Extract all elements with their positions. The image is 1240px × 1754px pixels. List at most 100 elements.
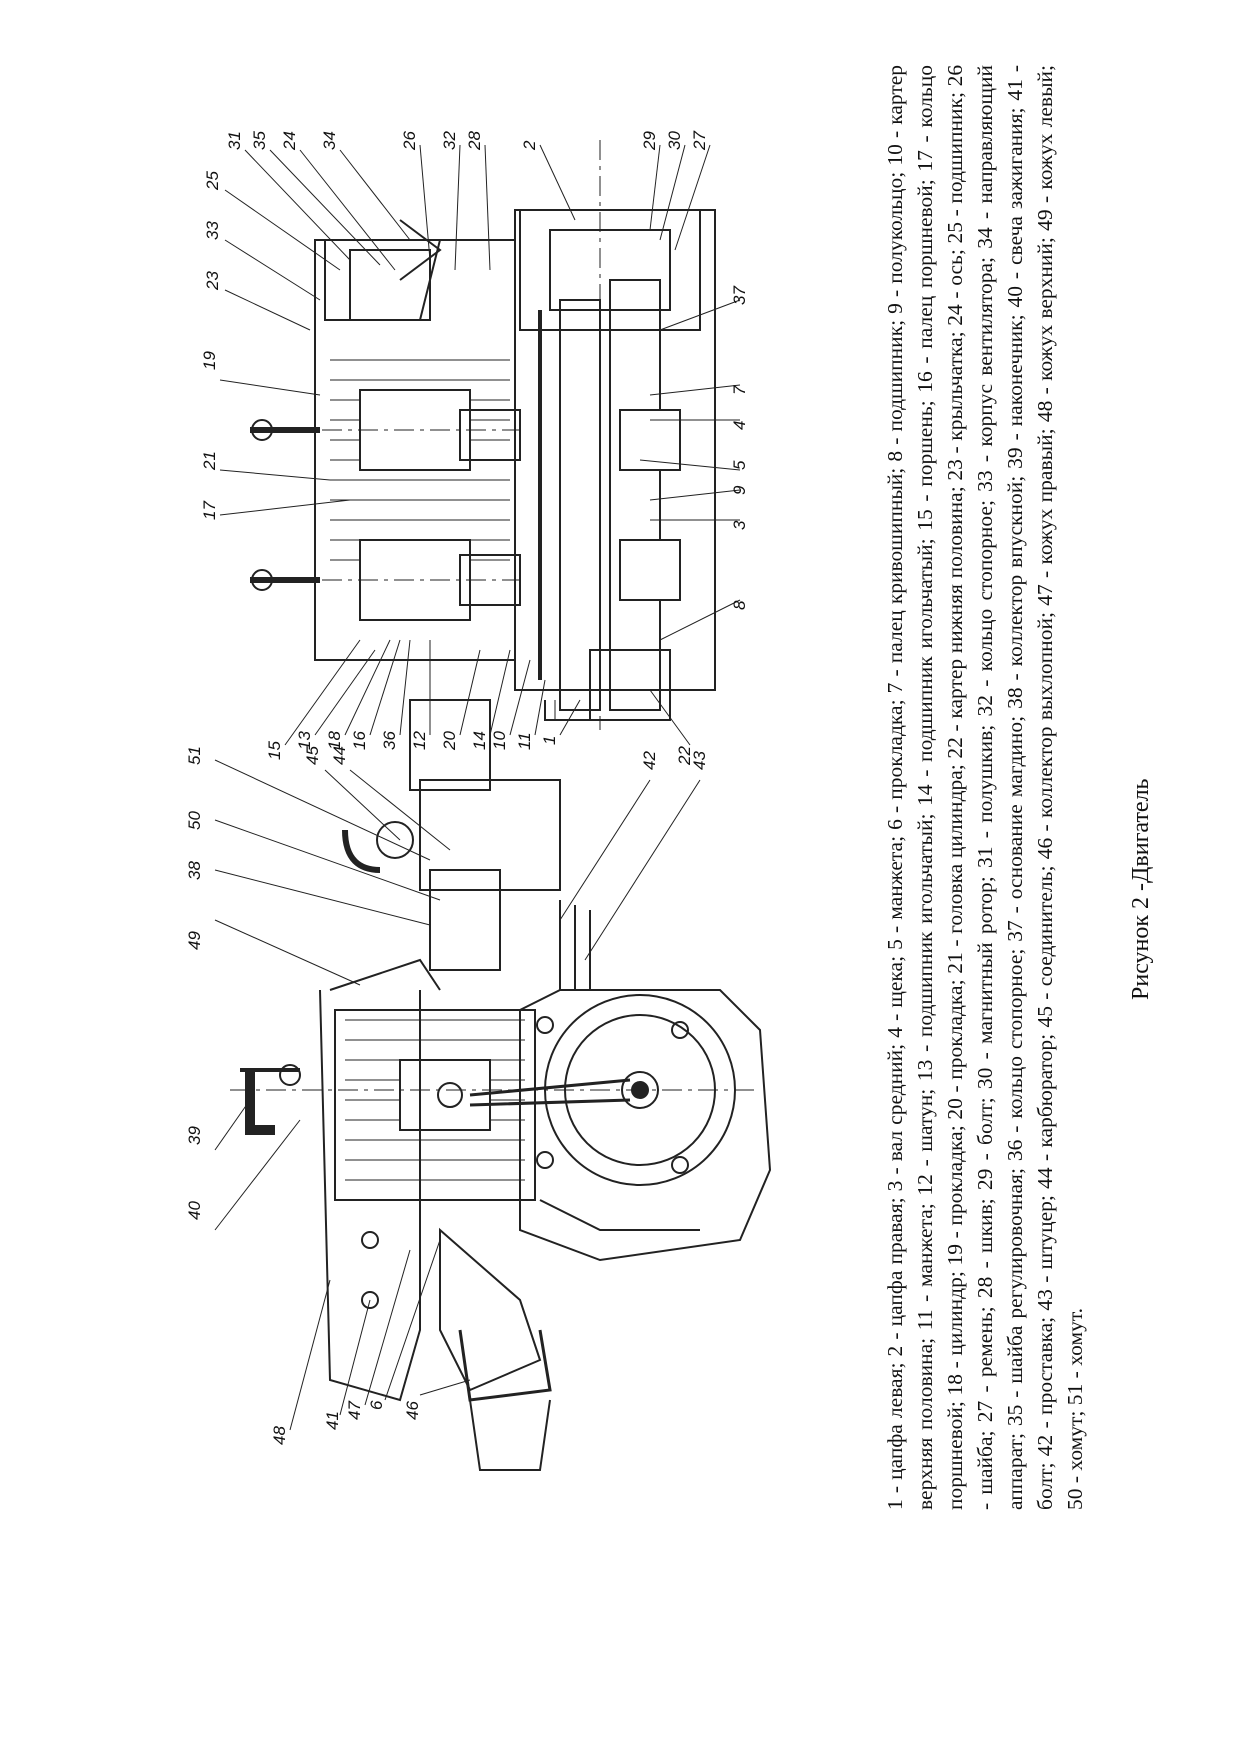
- callout-37: 37: [730, 286, 749, 305]
- legend-item: 39 - наконечник;: [1003, 314, 1027, 469]
- legend-item: 38 - коллектор впускной;: [1003, 475, 1027, 709]
- callout-36: 36: [380, 731, 399, 750]
- legend-item: 35 - шайба регулировочная;: [1003, 1168, 1027, 1427]
- callout-39: 39: [185, 1126, 204, 1145]
- legend-item: 47 - кожух правый;: [1033, 428, 1057, 606]
- legend-item: 50 - хомут;: [1063, 1410, 1087, 1510]
- parts-legend: 1 - цапфа левая; 2 - цапфа правая; 3 - в…: [880, 65, 1090, 1510]
- callout-10: 10: [490, 731, 509, 750]
- legend-item: 29 - болт;: [973, 1097, 997, 1191]
- callout-29: 29: [640, 131, 659, 151]
- engine-side-view: [230, 699, 772, 1471]
- legend-item: 3 - вал средний;: [883, 1043, 907, 1192]
- legend-item: 48 - кожух верхний;: [1033, 237, 1057, 423]
- legend-item: 28 - шкив;: [973, 1198, 997, 1299]
- legend-item: 1 - цапфа левая;: [883, 1362, 907, 1510]
- legend-item: 31 - полушкив;: [973, 724, 997, 869]
- legend-item: 18 - цилиндр;: [943, 1271, 967, 1396]
- legend-item: 22 - картер нижняя половина;: [943, 486, 967, 759]
- callout-15: 15: [265, 741, 284, 760]
- legend-item: 49 - кожух левый;: [1033, 65, 1057, 231]
- legend-item: 21 - головка цилиндра;: [943, 764, 967, 974]
- legend-item: 27 - ремень;: [973, 1306, 997, 1423]
- legend-item: 44 - карбюратор;: [1033, 1033, 1057, 1189]
- callout-3: 3: [730, 520, 749, 530]
- legend-item: 20 - прокладка;: [943, 979, 967, 1120]
- callout-8: 8: [730, 600, 749, 610]
- callout-51: 51: [185, 746, 204, 765]
- callout-14: 14: [470, 731, 489, 750]
- legend-item: 14 - подшипник игольчатый;: [913, 538, 937, 806]
- callout-41: 41: [323, 1411, 342, 1430]
- callout-35: 35: [250, 131, 269, 150]
- callout-25: 25: [203, 171, 222, 191]
- legend-item: 33 - корпус вентилятора;: [973, 257, 997, 492]
- callout-47: 47: [345, 1401, 364, 1420]
- callout-24: 24: [280, 131, 299, 151]
- callout-49: 49: [185, 931, 204, 950]
- callout-21: 21: [200, 451, 219, 471]
- legend-item: 46 - коллектор выхлопной;: [1033, 612, 1057, 860]
- callout-50: 50: [185, 811, 204, 830]
- callout-12: 12: [410, 731, 429, 750]
- callout-4: 4: [730, 421, 749, 430]
- legend-item: 37 - основание магдино;: [1003, 715, 1027, 942]
- figure-caption: Рисунок 2 -Двигатель: [1128, 778, 1154, 1000]
- legend-item: 7 - палец кривошипный;: [883, 467, 907, 694]
- legend-item: 13 - подшипник игольчатый;: [913, 813, 937, 1082]
- legend-item: 42 - проставка;: [1033, 1316, 1057, 1457]
- legend-item: 43 - штуцер;: [1033, 1195, 1057, 1311]
- callout-18: 18: [325, 731, 344, 750]
- callout-45: 45: [303, 746, 322, 765]
- callout-31: 31: [225, 131, 244, 150]
- legend-item: 12 - шатун;: [913, 1088, 937, 1196]
- legend-item: 24 - ось;: [943, 249, 967, 326]
- legend-item: 40 - свеча зажигания;: [1003, 107, 1027, 308]
- callout-6: 6: [367, 1400, 386, 1410]
- callout-27: 27: [690, 131, 709, 151]
- callout-28: 28: [465, 131, 484, 151]
- legend-item: 45 - соединитель;: [1033, 865, 1057, 1028]
- callout-22: 22: [675, 746, 694, 766]
- engine-section-view: [250, 140, 716, 730]
- legend-item: 25 - подшипник;: [943, 92, 967, 244]
- callout-23: 23: [203, 271, 222, 291]
- legend-item: 30 - магнитный ротор;: [973, 876, 997, 1090]
- callout-42: 42: [640, 751, 659, 770]
- callout-5: 5: [730, 460, 749, 470]
- legend-item: 15 - поршень;: [913, 400, 937, 531]
- legend-item: 5 - манжета;: [883, 835, 907, 950]
- legend-item: 32 - кольцо стопорное;: [973, 500, 997, 717]
- legend-item: 16 - палец поршневой;: [913, 179, 937, 393]
- callout-44: 44: [330, 746, 349, 765]
- callout-16: 16: [350, 731, 369, 750]
- legend-item: 51 - хомут.: [1063, 1308, 1087, 1406]
- callout-43: 43: [690, 751, 709, 770]
- callout-46: 46: [403, 1401, 422, 1420]
- callout-26: 26: [400, 131, 419, 151]
- callout-20: 20: [440, 731, 459, 751]
- callout-7: 7: [730, 385, 749, 395]
- legend-item: 19 - прокладка;: [943, 1125, 967, 1266]
- callout-2: 2: [520, 140, 539, 151]
- legend-item: 36 - кольцо стопорное;: [1003, 948, 1027, 1162]
- legend-item: 8 - подшипник;: [883, 319, 907, 462]
- legend-item: 2 - цапфа правая;: [883, 1197, 907, 1357]
- callout-13: 13: [295, 731, 314, 750]
- callout-17: 17: [200, 501, 219, 520]
- callout-30: 30: [665, 131, 684, 150]
- callout-1: 1: [540, 736, 559, 745]
- legend-item: 6 - прокладка;: [883, 699, 907, 830]
- callout-9: 9: [730, 485, 749, 495]
- callout-38: 38: [185, 861, 204, 880]
- legend-item: 23 - крыльчатка;: [943, 331, 967, 481]
- callout-19: 19: [200, 351, 219, 370]
- callout-40: 40: [185, 1201, 204, 1220]
- legend-item: 4 - щека;: [883, 955, 907, 1038]
- callout-33: 33: [203, 221, 222, 240]
- callout-32: 32: [440, 131, 459, 150]
- callout-34: 34: [320, 131, 339, 150]
- callout-48: 48: [270, 1426, 289, 1445]
